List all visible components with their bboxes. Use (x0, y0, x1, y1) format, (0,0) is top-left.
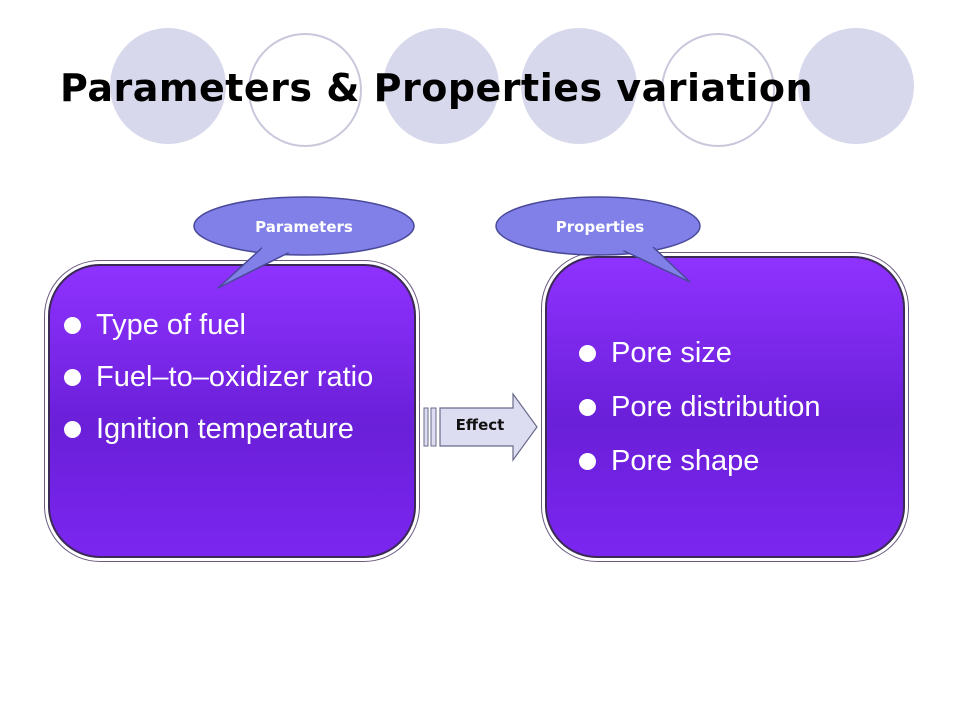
slide-title: Parameters & Properties variation (60, 66, 814, 110)
bullet-dot (64, 421, 81, 438)
bullet-dot (579, 345, 596, 362)
list-item: Pore size (579, 336, 899, 370)
property-item-text: Pore shape (611, 445, 760, 477)
parameters-box: Type of fuel Fuel–to–oxidizer ratio Igni… (48, 264, 416, 558)
bullet-dot (64, 317, 81, 334)
property-item-text: Pore distribution (611, 391, 821, 423)
list-item: Pore distribution (579, 390, 899, 424)
parameters-callout-label: Parameters (255, 218, 353, 236)
parameter-item-text: Fuel–to–oxidizer ratio (96, 361, 374, 393)
parameter-item-text: Type of fuel (96, 309, 246, 341)
bullet-dot (579, 399, 596, 416)
effect-arrow-label: Effect (455, 416, 505, 434)
deco-circle-4 (521, 28, 637, 144)
bullet-dot (579, 453, 596, 470)
properties-box: Pore size Pore distribution Pore shape (545, 256, 905, 558)
list-item: Fuel–to–oxidizer ratio (64, 360, 404, 394)
bullet-dot (64, 369, 81, 386)
deco-circle-6 (798, 28, 914, 144)
header-decoration (110, 28, 914, 147)
list-item: Pore shape (579, 444, 899, 478)
parameters-callout (193, 196, 415, 289)
list-item: Type of fuel (64, 308, 404, 342)
parameters-list: Type of fuel Fuel–to–oxidizer ratio Igni… (64, 308, 404, 464)
properties-callout-label: Properties (555, 218, 645, 236)
properties-callout (495, 196, 701, 283)
list-item: Ignition temperature (64, 412, 404, 446)
properties-list: Pore size Pore distribution Pore shape (579, 336, 899, 498)
deco-circle-2 (248, 33, 362, 147)
deco-circle-3 (383, 28, 499, 144)
effect-arrow (423, 392, 538, 462)
property-item-text: Pore size (611, 337, 732, 369)
deco-circle-5 (661, 33, 775, 147)
parameter-item-text: Ignition temperature (96, 413, 354, 445)
deco-circle-1 (110, 28, 226, 144)
